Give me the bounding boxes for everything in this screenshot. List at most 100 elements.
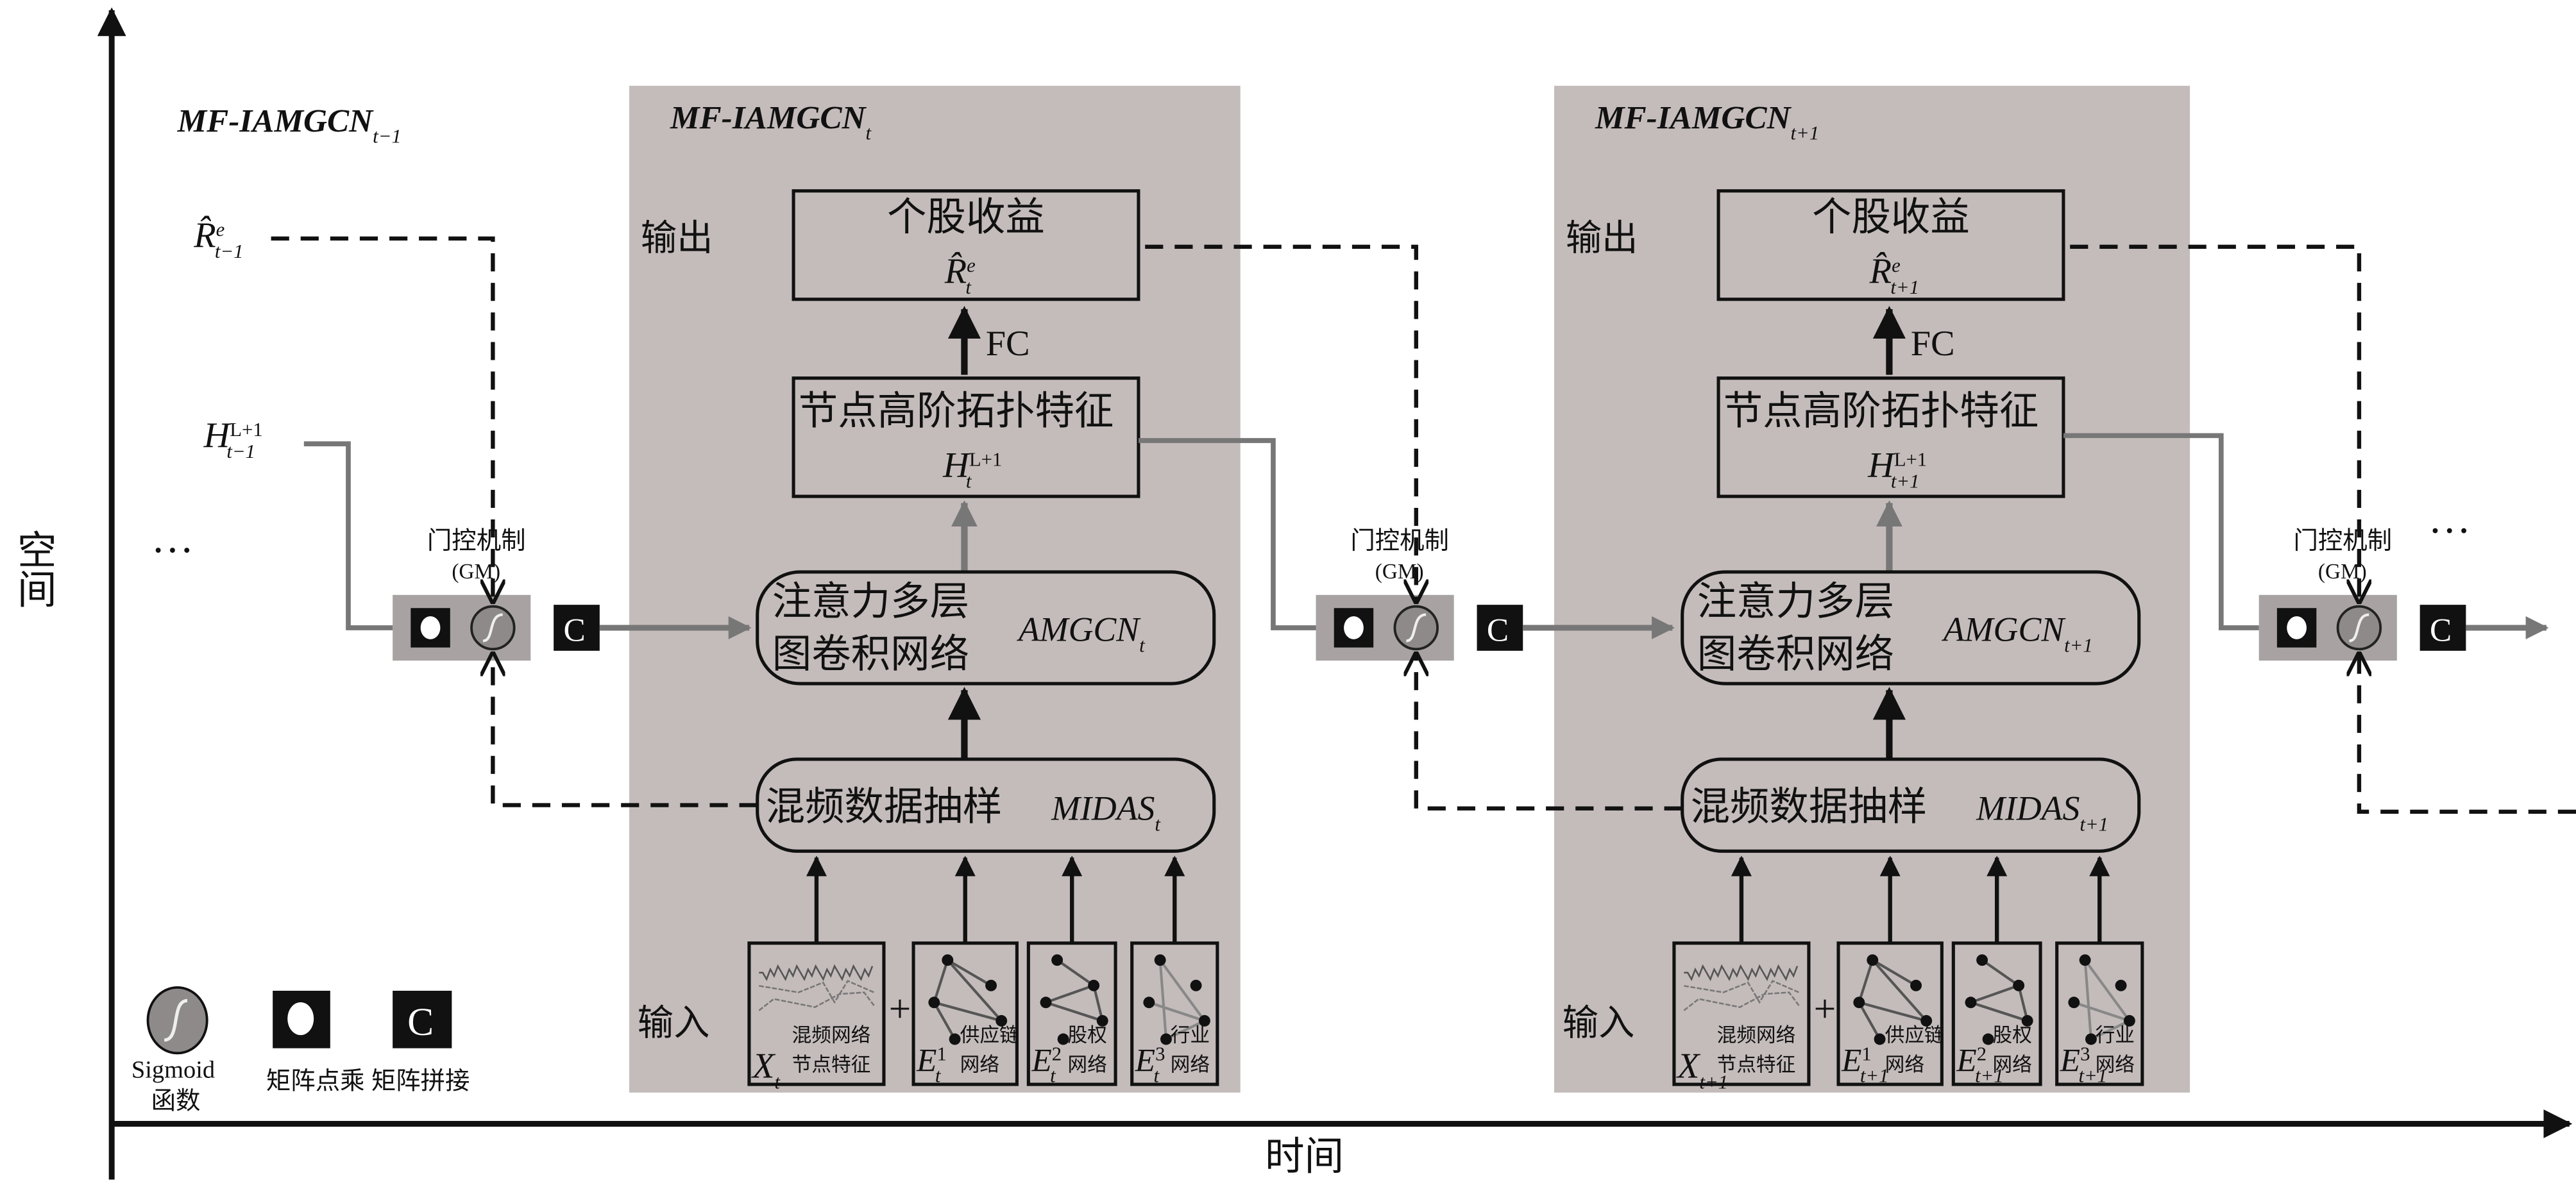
input-box — [2055, 941, 2144, 1086]
graph-node — [1057, 1033, 1069, 1045]
frame-title-prev-part: MF-IAMGCN — [177, 103, 375, 139]
input-symbol-part: E — [916, 1043, 936, 1079]
amgcn-symbol: AMGCNt — [1017, 610, 1146, 656]
graph-edge — [933, 959, 949, 1003]
graph-edge — [933, 1002, 956, 1040]
graph-node — [2079, 954, 2091, 966]
graph-edge — [1148, 1001, 1205, 1022]
input-label-line2: 网络 — [1067, 1054, 1106, 1076]
mid-freq-series — [759, 980, 875, 1004]
amgcn-symbol-part: AMGCN — [1942, 610, 2066, 648]
output-label: 输出 — [641, 219, 713, 258]
amgcn-box — [756, 570, 1216, 686]
graph-node — [1143, 997, 1155, 1009]
input-label-line1-part: 行业 — [2096, 1024, 2135, 1046]
midas-symbol-part: MIDAS — [1976, 789, 2080, 828]
concat-icon: C — [2430, 612, 2452, 648]
mid-freq-series — [1684, 980, 1800, 1004]
midas-label-part: 混频数据抽样 — [1691, 786, 1928, 829]
h-prev-part: L+1 — [230, 419, 262, 441]
graph-node — [1096, 1014, 1108, 1027]
feature-h-part: L+1 — [969, 448, 1002, 470]
frame-title-part: t — [866, 122, 872, 144]
graph-edge — [933, 1001, 1002, 1022]
gate-label: 门控机制 — [1350, 528, 1449, 555]
amgcn-line1: 注意力多层 — [1697, 580, 1894, 623]
frame-title-part: MF-IAMGCN — [1595, 99, 1792, 136]
graph-edge — [1858, 1002, 1881, 1040]
amgcn-symbol-part: t+1 — [2064, 634, 2093, 656]
concat-icon: C — [1487, 612, 1509, 648]
output-label-part: 输出 — [641, 219, 713, 258]
input-label-line2-part: 网络 — [1067, 1054, 1106, 1076]
gate-label: 门控机制 — [2293, 528, 2392, 555]
graph-node — [2021, 1014, 2033, 1027]
frame-title-part: t+1 — [1790, 122, 1819, 144]
input-label-line1: 行业 — [2096, 1024, 2135, 1046]
input-label-part: 输入 — [1563, 1004, 1635, 1043]
graph-edge — [1858, 1001, 1927, 1022]
graph-node — [942, 954, 954, 966]
h-t-line — [1138, 438, 1316, 630]
input-label-line1-part: 股权 — [1067, 1024, 1106, 1046]
input-label-line2-part: 网络 — [1885, 1054, 1924, 1076]
output-box — [1716, 189, 2065, 301]
plus-sign-part: + — [889, 988, 911, 1031]
input-symbol-part: 2 — [1977, 1043, 1987, 1065]
input-symbol-part: E — [2060, 1043, 2080, 1079]
concat-square — [554, 605, 600, 651]
feature-h-part: H — [1867, 445, 1896, 485]
output-r-hat-part: e — [1892, 255, 1901, 276]
gate-label-part: 门控机制 — [427, 528, 526, 555]
input-box — [1836, 941, 1944, 1086]
midas-symbol-part: t+1 — [2080, 814, 2108, 836]
input-label-line2-part: 节点特征 — [1716, 1054, 1795, 1076]
y-axis-label-part: 空间 — [11, 529, 55, 608]
x-axis-label: 时间 — [1265, 1135, 1344, 1179]
input-symbol-part: 3 — [2080, 1043, 2090, 1065]
input-box — [1026, 941, 1117, 1086]
input-symbol-part: 2 — [1052, 1043, 1062, 1065]
legend-dot-product-label-part: 矩阵点乘 — [266, 1068, 365, 1095]
input-symbol-part: t+1 — [1699, 1072, 1728, 1093]
h-prev-part: t−1 — [226, 441, 255, 462]
graph-edge — [947, 959, 992, 987]
x-axis-label-part: 时间 — [1265, 1135, 1344, 1179]
input-box — [1951, 941, 2042, 1086]
input-label-line1-part: 混频网络 — [792, 1024, 871, 1046]
frame-title-prev: MF-IAMGCNt−1 — [177, 103, 402, 147]
ellipsis-right-part: … — [2428, 495, 2471, 542]
legend-sigmoid-label-part: Sigmoid — [131, 1057, 215, 1084]
high-freq-series — [759, 964, 874, 982]
graph-node — [928, 997, 940, 1009]
graph-edge — [1045, 984, 1094, 1004]
graph-edge — [2090, 1020, 2130, 1041]
r-hat-prev-part: t−1 — [215, 240, 244, 262]
h-prev-part: H — [203, 416, 232, 455]
input-symbol-part: t+1 — [2079, 1065, 2108, 1087]
graph-node — [1867, 954, 1879, 966]
graph-node — [985, 979, 997, 991]
legend-sigmoid-curve — [164, 998, 188, 1042]
input-label: 输入 — [638, 1004, 710, 1043]
output-r-hat-part: R̂ — [944, 251, 967, 291]
output-r-hat-part: t+1 — [1890, 276, 1919, 298]
y-axis-label: 空间 — [11, 529, 55, 608]
graph-node — [1040, 997, 1052, 1009]
input-box — [1672, 941, 1811, 1086]
graph-node — [1920, 1014, 1933, 1027]
input-label-line2: 节点特征 — [1716, 1054, 1795, 1076]
midas-label-part: 混频数据抽样 — [766, 786, 1003, 829]
r-t-dashed — [1145, 244, 1416, 602]
feature-box-title: 节点高阶拓扑特征 — [799, 389, 1114, 433]
graph-node — [1088, 979, 1100, 991]
input-symbol-part: t+1 — [1975, 1065, 2004, 1087]
graph-node — [1051, 954, 1063, 966]
graph-edge — [1858, 959, 1874, 1003]
gate-t — [1316, 594, 1523, 661]
legend-concat-label-part: 矩阵拼接 — [371, 1068, 470, 1095]
input-label-line1: 混频网络 — [1716, 1024, 1795, 1046]
concat-icon: C — [564, 612, 586, 648]
